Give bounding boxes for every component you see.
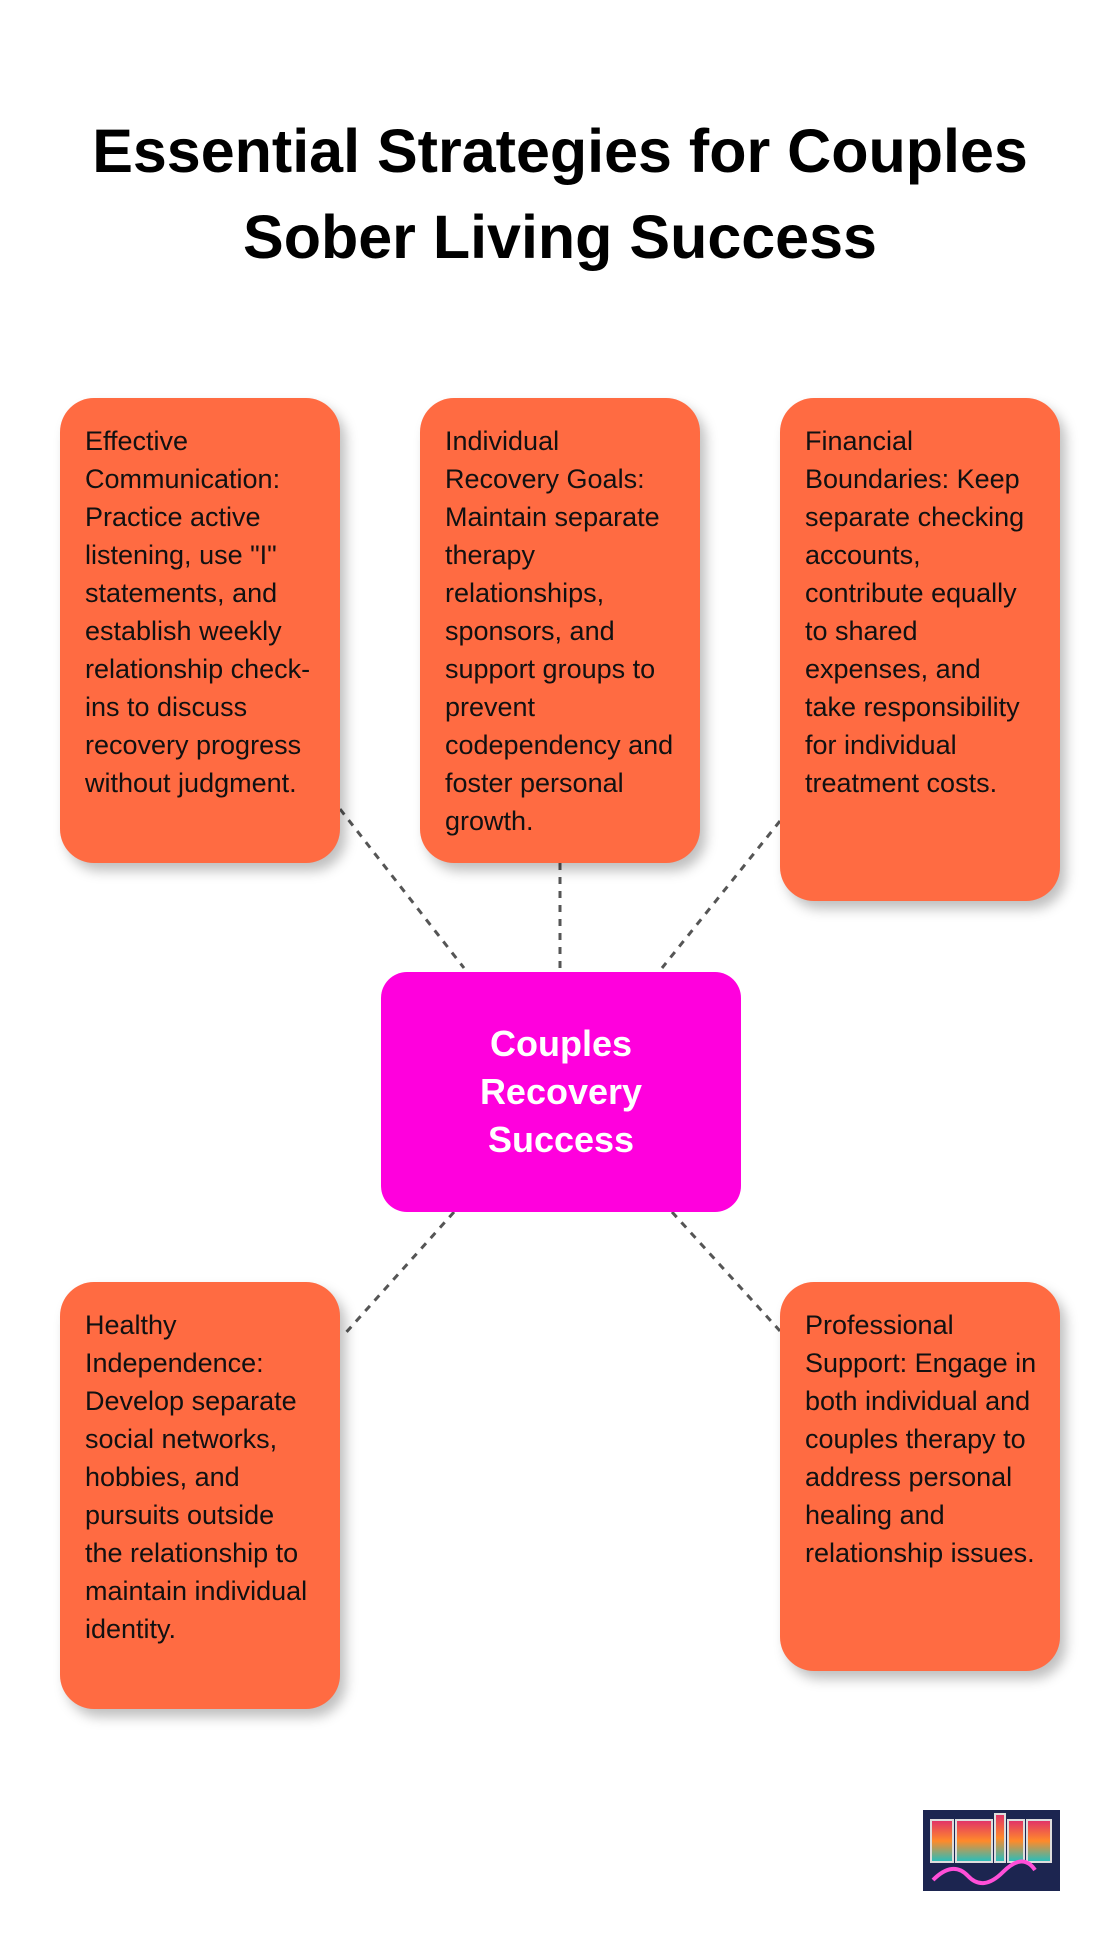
strategy-communication: Effective Communication: Practice active…: [60, 398, 340, 863]
amity-logo: [923, 1810, 1060, 1891]
connector-financial: [660, 820, 782, 969]
central-node-label: Couples Recovery Success: [479, 1023, 643, 1160]
strategy-financial-boundaries: Financial Boundaries: Keep separate chec…: [780, 398, 1060, 901]
strategy-professional-support: Professional Support: Engage in both ind…: [780, 1282, 1060, 1671]
connector-professional: [670, 1210, 782, 1333]
connector-communication: [338, 808, 466, 969]
strategy-healthy-independence: Healthy Independence: Develop separate s…: [60, 1282, 340, 1709]
page-title: Essential Strategies for Couples Sober L…: [92, 117, 1028, 271]
central-node: Couples Recovery Success: [381, 972, 741, 1212]
strategy-recovery-goals: Individual Recovery Goals: Maintain sepa…: [420, 398, 700, 863]
connector-independence: [340, 1210, 456, 1339]
